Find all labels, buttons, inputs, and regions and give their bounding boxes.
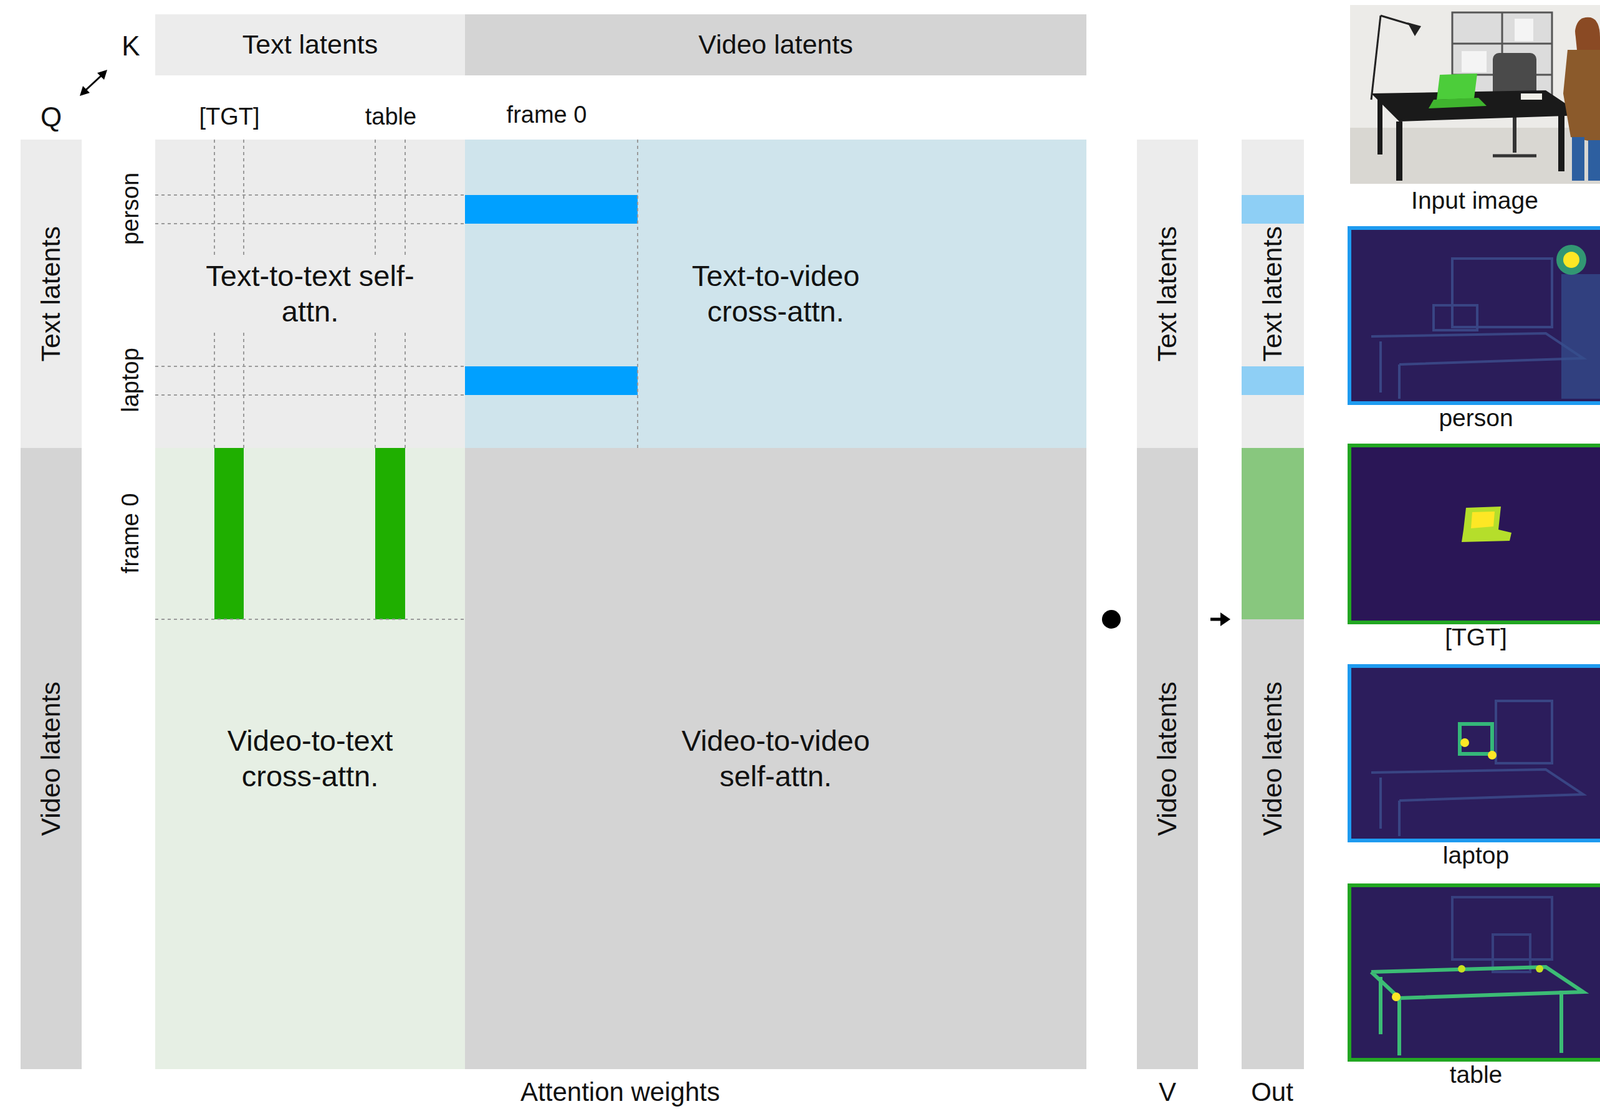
key-text-bar: Text latents	[155, 14, 465, 76]
frame-label: frame 0	[117, 493, 144, 575]
bar-label: Video latents	[34, 681, 68, 837]
query-text-bar: Text latents	[20, 139, 82, 449]
axis-caption: Attention weights	[520, 1078, 720, 1107]
bar-label: Text latents	[34, 226, 68, 363]
token-label: person	[117, 172, 144, 245]
bar-label: Text latents	[1151, 226, 1184, 363]
attention-quadrant: Video-to-video self-attn.	[464, 448, 1087, 1070]
result-arrow	[1210, 618, 1223, 622]
qk-arrow-head	[97, 69, 108, 80]
frame-label: frame 0	[506, 102, 588, 129]
panel-caption: person	[1351, 403, 1600, 434]
heatmap-panel: [TGT]	[1347, 443, 1600, 625]
matmul-dot	[1101, 610, 1121, 629]
attention-quadrant: Text-to-video cross-attn.	[464, 139, 1087, 449]
panel-caption: table	[1351, 1060, 1600, 1091]
key-video-bar: Video latents	[464, 14, 1087, 76]
heatmap-panel: table	[1347, 883, 1600, 1063]
result-arrow-head	[1220, 612, 1231, 627]
bar-label: Text latents	[1256, 226, 1289, 363]
bar-label: Video latents	[1256, 681, 1289, 837]
token-label: table	[365, 104, 417, 131]
panel-caption: Input image	[1350, 186, 1600, 216]
bar-label: Video latents	[698, 28, 854, 62]
quadrant-label: Text-to-video cross-attn.	[663, 256, 889, 332]
bar-label: Video latents	[1151, 681, 1184, 837]
token-label: [TGT]	[198, 104, 260, 131]
panel-caption: [TGT]	[1351, 623, 1600, 653]
output-text-bar: Text latents	[1241, 139, 1304, 449]
value-video-bar: Video latents	[1136, 448, 1198, 1070]
heatmap-panel: person	[1347, 226, 1600, 406]
axis-letter: K	[121, 31, 140, 62]
heatmap-panel: laptop	[1347, 664, 1600, 843]
quadrant-label: Video-to-text cross-attn.	[198, 721, 423, 797]
attention-quadrant: Text-to-text self-attn.	[155, 139, 465, 449]
panel-caption: laptop	[1351, 841, 1600, 871]
quadrant-label: Text-to-text self-attn.	[198, 256, 423, 332]
bar-label: Text latents	[242, 28, 379, 62]
quadrant-label: Video-to-video self-attn.	[663, 721, 889, 797]
input-image-illustration	[1350, 4, 1600, 184]
value-text-bar: Text latents	[1136, 139, 1198, 449]
query-video-bar: Video latents	[20, 448, 82, 1070]
attention-quadrant: Video-to-text cross-attn.	[155, 448, 465, 1070]
output-video-bar: Video latents	[1241, 448, 1304, 1070]
axis-letter: Q	[40, 102, 62, 133]
qk-arrow	[84, 74, 103, 92]
image-panel: Input image	[1350, 4, 1600, 184]
token-label: laptop	[117, 347, 144, 413]
qk-arrow-head	[79, 86, 90, 96]
axis-caption: Out	[1250, 1078, 1294, 1107]
axis-caption: V	[1158, 1078, 1177, 1107]
